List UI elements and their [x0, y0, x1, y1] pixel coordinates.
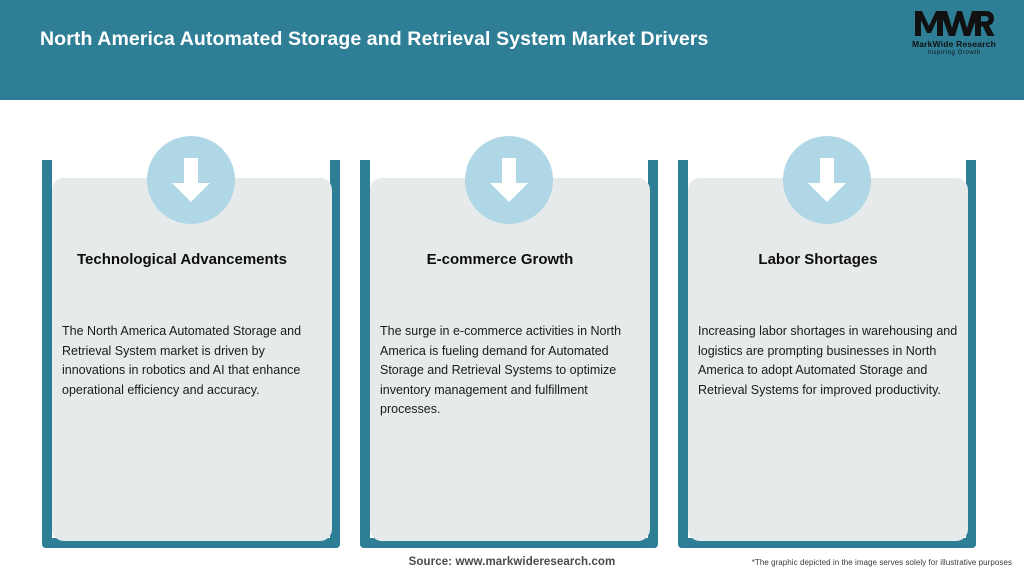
header-band	[0, 0, 1024, 100]
driver-card-1: Technological Advancements The North Ame…	[42, 100, 340, 548]
card-body-text: The North America Automated Storage and …	[62, 324, 302, 397]
card-panel	[688, 178, 968, 541]
disclaimer-note: *The graphic depicted in the image serve…	[751, 558, 1012, 567]
down-arrow-icon	[147, 136, 235, 224]
card-panel	[52, 178, 332, 541]
logo-tagline: Inspiring Growth	[927, 50, 981, 56]
down-arrow-glyph	[490, 158, 528, 202]
driver-card-2: E-commerce Growth The surge in e-commerc…	[360, 100, 658, 548]
down-arrow-icon	[783, 136, 871, 224]
brand-logo: MarkWide Research Inspiring Growth	[902, 8, 1006, 68]
driver-cards-container: Technological Advancements The North Ame…	[0, 100, 1024, 548]
page-title: North America Automated Storage and Retr…	[40, 28, 709, 50]
card-frame-accent	[42, 160, 340, 548]
card-frame-accent	[678, 160, 976, 548]
card-frame-accent	[360, 160, 658, 548]
card-panel	[370, 178, 650, 541]
card-title: Labor Shortages	[758, 251, 878, 268]
card-body-text: Increasing labor shortages in warehousin…	[698, 324, 958, 397]
source-label: Source: www.markwideresearch.com	[408, 556, 616, 568]
card-title: E-commerce Growth	[426, 251, 574, 268]
down-arrow-glyph	[808, 158, 846, 202]
down-arrow-icon	[465, 136, 553, 224]
card-title: Technological Advancements	[76, 251, 288, 268]
driver-card-3: Labor Shortages Increasing labor shortag…	[678, 100, 976, 548]
card-body-text: The surge in e-commerce activities in No…	[380, 324, 622, 417]
logo-company-name: MarkWide Research	[911, 39, 997, 49]
down-arrow-glyph	[172, 158, 210, 202]
mwr-monogram-icon	[915, 11, 995, 36]
